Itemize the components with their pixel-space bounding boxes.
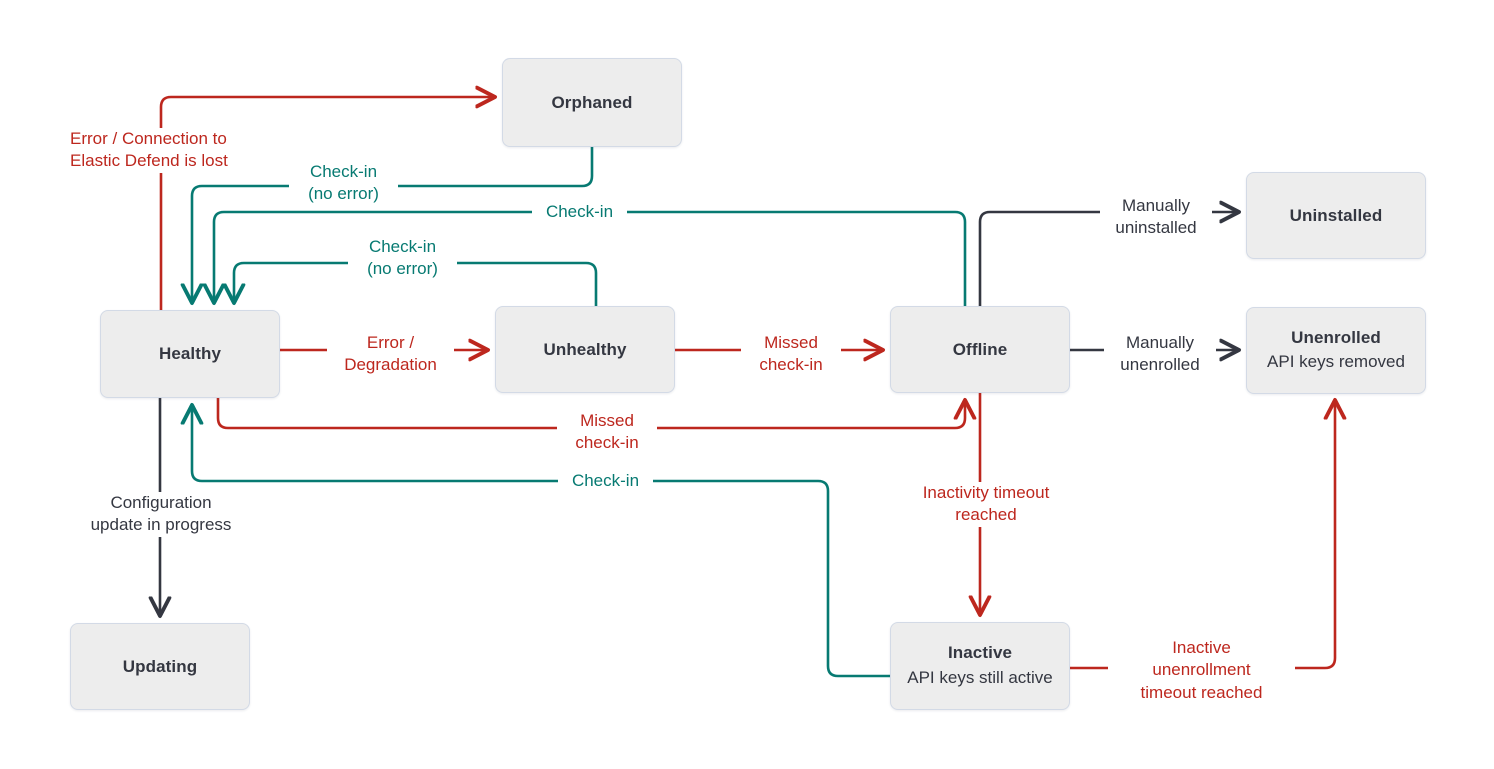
edge-inactive-to-unenrolled xyxy=(1070,401,1335,670)
edge-label-checkin-no-error-orphaned: Check-in (no error) xyxy=(289,161,398,206)
edge-label-missed-checkin-healthy: Missed check-in xyxy=(557,410,657,455)
node-orphaned-title: Orphaned xyxy=(551,92,633,112)
edge-label-configuration-update: Configuration update in progress xyxy=(60,492,262,537)
node-uninstalled-title: Uninstalled xyxy=(1289,205,1383,225)
node-offline-title: Offline xyxy=(952,339,1008,359)
edge-healthy-to-orphaned xyxy=(159,97,494,310)
edge-inactive-to-healthy xyxy=(192,406,890,678)
node-healthy[interactable]: Healthy xyxy=(100,310,280,398)
node-unenrolled[interactable]: Unenrolled API keys removed xyxy=(1246,307,1426,394)
edge-label-inactive-unenrollment: Inactive unenrollment timeout reached xyxy=(1108,637,1295,705)
edge-label-manually-uninstalled: Manually uninstalled xyxy=(1100,195,1212,240)
edge-label-missed-checkin-unhealthy: Missed check-in xyxy=(741,332,841,377)
node-inactive-subtitle: API keys still active xyxy=(907,667,1053,687)
edge-label-checkin-inactive: Check-in xyxy=(558,470,653,493)
node-healthy-title: Healthy xyxy=(158,344,222,364)
node-inactive-title: Inactive xyxy=(947,643,1013,663)
edge-label-manually-unenrolled: Manually unenrolled xyxy=(1104,332,1216,377)
edge-label-checkin-offline: Check-in xyxy=(532,201,627,224)
node-updating-title: Updating xyxy=(122,656,198,676)
node-offline[interactable]: Offline xyxy=(890,306,1070,393)
edge-label-error-degradation: Error / Degradation xyxy=(327,332,454,377)
edge-label-checkin-no-error-unhealthy: Check-in (no error) xyxy=(348,236,457,281)
node-uninstalled[interactable]: Uninstalled xyxy=(1246,172,1426,259)
edge-label-error-connection-lost: Error / Connection to Elastic Defend is … xyxy=(64,128,260,173)
node-orphaned[interactable]: Orphaned xyxy=(502,58,682,147)
edge-offline-to-healthy xyxy=(214,210,967,306)
node-unenrolled-title: Unenrolled xyxy=(1291,327,1381,347)
node-unhealthy[interactable]: Unhealthy xyxy=(495,306,675,393)
edge-label-inactivity-timeout: Inactivity timeout reached xyxy=(895,482,1077,527)
edge-offline-to-uninstalled xyxy=(978,212,1238,306)
node-updating[interactable]: Updating xyxy=(70,623,250,710)
node-unhealthy-title: Unhealthy xyxy=(543,339,627,359)
node-unenrolled-subtitle: API keys removed xyxy=(1267,352,1405,372)
node-inactive[interactable]: Inactive API keys still active xyxy=(890,622,1070,710)
